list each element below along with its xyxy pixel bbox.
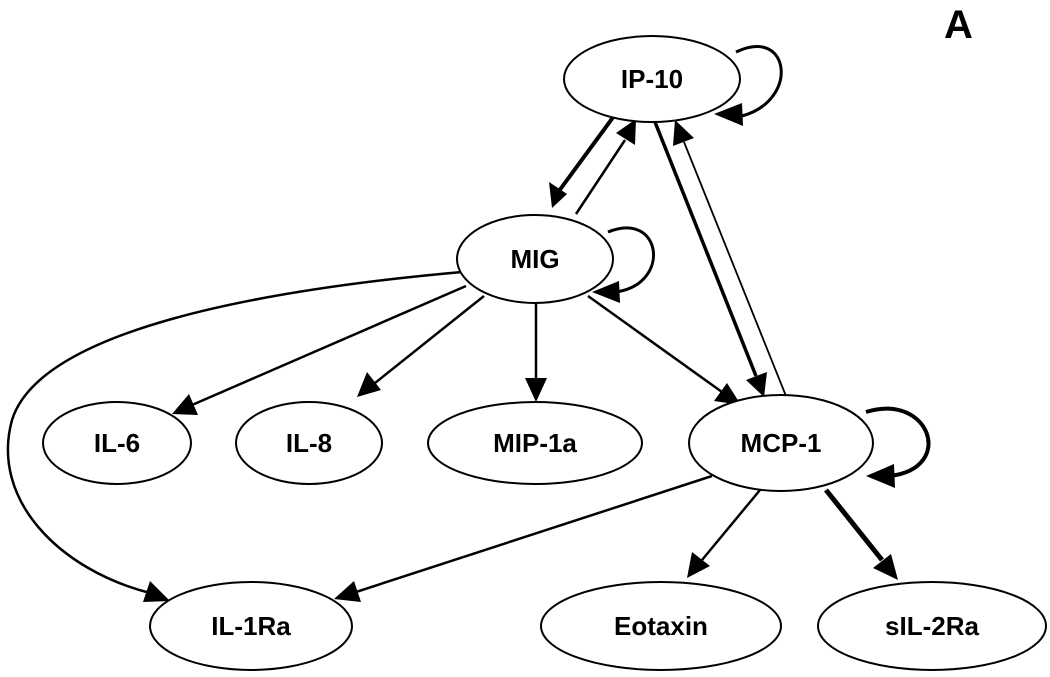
node-il6: IL-6 <box>42 401 192 485</box>
node-mcp1: MCP-1 <box>688 394 874 492</box>
node-eotaxin: Eotaxin <box>540 581 782 671</box>
arrowhead-mig-to-il6 <box>172 394 198 415</box>
edge-mcp1-to-il1ra <box>355 474 713 594</box>
node-il8-shape <box>235 401 383 485</box>
node-il6-label: IL-6 <box>94 428 140 458</box>
edge-ip10-to-mcp1 <box>653 121 758 377</box>
node-il1ra-label: IL-1Ra <box>211 611 291 641</box>
arrowhead-mcp1-self <box>866 464 895 488</box>
edge-mig-to-il6 <box>191 284 467 407</box>
arrowhead-mcp1-to-eotaxin <box>687 552 710 578</box>
edge-ip10-to-mig <box>557 114 616 193</box>
edge-mig-to-mcp1 <box>587 294 723 394</box>
edge-mcp1-to-ip10 <box>683 141 787 397</box>
arrowhead-mig-to-il1ra <box>143 581 170 602</box>
arrowhead-mcp1-to-sil2ra <box>873 554 898 580</box>
edge-ip10-self <box>735 45 783 118</box>
node-ip10-shape <box>563 35 741 123</box>
node-mip1a-label: MIP-1a <box>493 428 577 458</box>
arrowhead-mcp1-to-il1ra <box>334 581 361 602</box>
arrowhead-mig-self <box>592 281 620 303</box>
edge-mcp1-to-eotaxin <box>701 489 761 561</box>
arrowhead-ip10-self <box>714 103 743 126</box>
node-il1ra: IL-1Ra <box>149 581 353 671</box>
edge-mig-self <box>607 226 655 294</box>
node-mcp1-label: MCP-1 <box>741 428 822 458</box>
node-ip10: IP-10 <box>563 35 741 123</box>
node-sil2ra: sIL-2Ra <box>817 581 1047 671</box>
arrowhead-mig-to-il8 <box>357 372 381 397</box>
node-mip1a: MIP-1a <box>427 401 643 485</box>
node-eotaxin-shape <box>540 581 782 671</box>
node-mig-label: MIG <box>510 244 559 274</box>
node-il6-shape <box>42 401 192 485</box>
arrowhead-ip10-to-mcp1 <box>746 372 767 397</box>
edge-mig-to-il1ra <box>6 270 463 595</box>
node-sil2ra-shape <box>817 581 1047 671</box>
node-ip10-label: IP-10 <box>621 64 683 94</box>
edge-mig-to-ip10 <box>574 139 627 215</box>
arrowhead-mcp1-to-ip10 <box>673 120 694 146</box>
node-eotaxin-label: Eotaxin <box>614 611 708 641</box>
edge-mig-to-il8 <box>374 295 485 384</box>
arrowhead-ip10-to-mig <box>549 182 567 208</box>
node-mip1a-shape <box>427 401 643 485</box>
node-il8: IL-8 <box>235 401 383 485</box>
arrowhead-mig-to-mip1a <box>525 378 547 402</box>
node-sil2ra-label: sIL-2Ra <box>885 611 979 641</box>
edge-mcp1-to-sil2ra <box>824 488 884 562</box>
node-mig-shape <box>456 214 614 304</box>
panel-label: A <box>944 3 973 47</box>
arrowhead-mig-to-mcp1 <box>714 383 741 405</box>
node-mcp1-shape <box>688 394 874 492</box>
arrowhead-mig-to-ip10 <box>616 119 636 145</box>
node-mig: MIG <box>456 214 614 304</box>
node-il1ra-shape <box>149 581 353 671</box>
edge-mcp1-self <box>865 406 931 478</box>
node-il8-label: IL-8 <box>286 428 332 458</box>
